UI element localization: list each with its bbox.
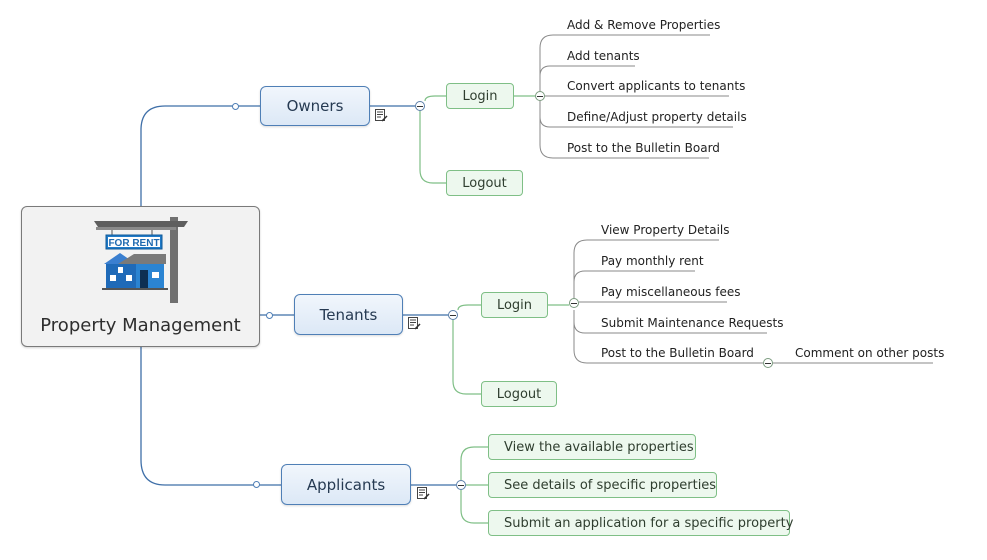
collapse-toggle-tenants-login[interactable] — [569, 298, 579, 308]
tenants-action-item[interactable]: Pay miscellaneous fees — [601, 285, 741, 299]
applicants-branch-knob[interactable] — [253, 481, 260, 488]
collapse-toggle-bulletin[interactable] — [763, 358, 773, 368]
owners-action-item[interactable]: Add & Remove Properties — [567, 18, 721, 32]
topic-tenants[interactable]: Tenants — [294, 294, 403, 335]
owners-branch-knob[interactable] — [232, 103, 239, 110]
owners-action-item[interactable]: Post to the Bulletin Board — [567, 141, 720, 155]
central-topic-title: Property Management — [40, 315, 241, 336]
tenants-action-item[interactable]: View Property Details — [601, 223, 730, 237]
owners-action-item[interactable]: Add tenants — [567, 49, 640, 63]
collapse-toggle-owners[interactable] — [415, 101, 425, 111]
topic-applicants[interactable]: Applicants — [281, 464, 411, 505]
tenants-bulletin-subaction[interactable]: Comment on other posts — [795, 346, 945, 360]
applicants-action-item[interactable]: View the available properties — [488, 434, 696, 460]
subtopic-tenants-login[interactable]: Login — [481, 292, 548, 318]
subtopic-owners-logout[interactable]: Logout — [446, 170, 523, 196]
collapse-toggle-owners-login[interactable] — [535, 91, 545, 101]
central-topic[interactable]: FOR RENT Property Management — [21, 206, 260, 347]
applicants-action-item[interactable]: Submit an application for a specific pro… — [488, 510, 793, 536]
collapse-toggle-tenants[interactable] — [448, 310, 458, 320]
collapse-toggle-applicants[interactable] — [456, 480, 466, 490]
subtopic-tenants-logout[interactable]: Logout — [481, 381, 557, 407]
tenants-action-item[interactable]: Post to the Bulletin Board — [601, 346, 754, 360]
applicants-action-item[interactable]: See details of specific properties — [488, 472, 717, 498]
note-icon[interactable] — [375, 109, 388, 122]
subtopic-owners-login[interactable]: Login — [446, 83, 514, 109]
owners-action-item[interactable]: Convert applicants to tenants — [567, 79, 746, 93]
tenants-action-item[interactable]: Pay monthly rent — [601, 254, 704, 268]
topic-owners[interactable]: Owners — [260, 86, 370, 126]
note-icon[interactable] — [417, 487, 430, 500]
tenants-action-item[interactable]: Submit Maintenance Requests — [601, 316, 784, 330]
for-rent-sign-text: FOR RENT — [108, 238, 159, 249]
owners-action-item[interactable]: Define/Adjust property details — [567, 110, 747, 124]
for-rent-house-icon: FOR RENT — [94, 217, 188, 303]
tenants-branch-knob[interactable] — [266, 312, 273, 319]
note-icon[interactable] — [408, 317, 421, 330]
